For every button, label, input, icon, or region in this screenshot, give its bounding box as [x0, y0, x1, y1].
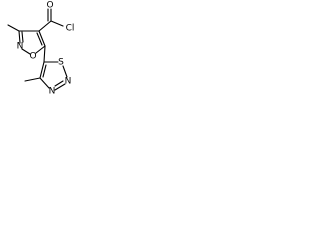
- bond-carbonyl-cl: [50, 20, 64, 27]
- chemical-structure: N O O Cl S N N: [7, 1, 75, 97]
- bond-c4t-methyl: [24, 77, 41, 82]
- atom-cl: Cl: [66, 24, 75, 34]
- bond-c5-c4-double: [36, 32, 43, 46]
- acyl-chloride-group: [38, 8, 64, 32]
- atom-o-isoxazole: O: [29, 52, 36, 62]
- atom-n-thiadiazole-2: N: [49, 87, 56, 97]
- atom-o-carbonyl: O: [46, 1, 53, 11]
- bond-c4t-c5t-double: [42, 64, 47, 78]
- bond-c5-c4: [38, 30, 46, 47]
- bond-n-n-double: [54, 80, 64, 87]
- atom-s-thiadiazole: S: [58, 58, 64, 68]
- bond-s-n: [62, 65, 68, 78]
- bond-o-c5: [35, 45, 46, 54]
- bond-n-c4t: [39, 77, 50, 89]
- bond-ring-linker: [43, 45, 46, 63]
- bond-n-o: [21, 48, 31, 55]
- atom-labels: N O O Cl S N N: [17, 1, 75, 97]
- bond-c4-carbonyl: [38, 20, 52, 32]
- thiadiazole-ring: [24, 61, 68, 91]
- bond-n-n: [54, 83, 66, 91]
- atom-n-isoxazole: N: [17, 42, 24, 52]
- bond-c3-n: [18, 30, 21, 44]
- bond-c4t-c5t: [39, 61, 45, 79]
- bond-c3-n-double: [21, 31, 24, 43]
- bond-methyl-c3: [7, 24, 20, 32]
- atom-n-thiadiazole-1: N: [65, 77, 72, 87]
- isoxazole-ring: [7, 24, 46, 55]
